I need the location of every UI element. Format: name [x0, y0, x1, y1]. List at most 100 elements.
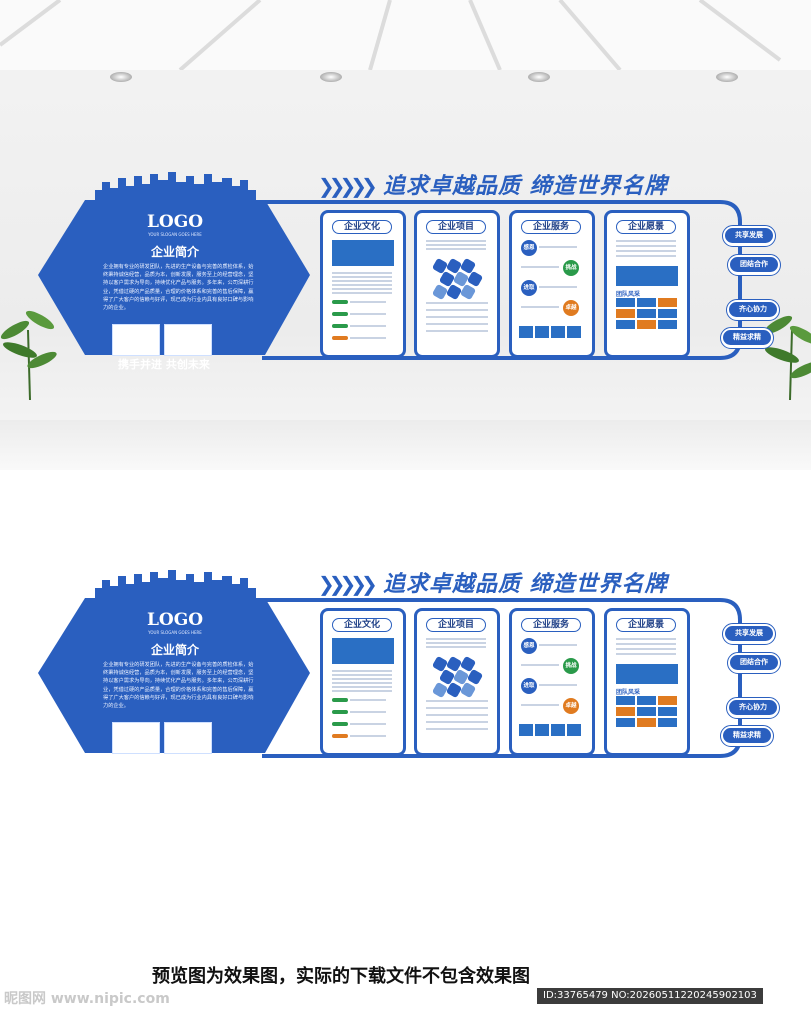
panel-title: 企业服务: [521, 618, 581, 632]
text-line: [426, 330, 488, 332]
text-line: [332, 678, 392, 680]
text-line: [616, 250, 676, 252]
watermark-id: ID:33765479 NO:20260511220245902103: [537, 988, 763, 1004]
panel-title: 企业服务: [521, 220, 581, 234]
text-line: [332, 674, 392, 676]
text-line: [332, 280, 392, 282]
floor: [0, 420, 811, 470]
logo-text: LOGO: [146, 212, 204, 232]
watermark-site: 昵图网 www.nipic.com: [4, 991, 170, 1007]
text-line: [426, 638, 486, 640]
tag-chip: [332, 734, 348, 738]
text-line: [332, 686, 392, 688]
photo-placeholder: [164, 324, 212, 356]
ceiling-light-icon: [528, 72, 550, 82]
text-line: [616, 255, 676, 257]
text-line: [426, 707, 488, 709]
text-line: [426, 240, 486, 242]
text-line: [332, 284, 392, 286]
text-line: [332, 682, 392, 684]
photo-placeholder: [112, 324, 160, 356]
wall-headline: 追求卓越品质 缔造世界名牌: [383, 174, 668, 199]
image-block: [519, 326, 533, 338]
text-line: [350, 313, 386, 315]
panel-title: 企业项目: [426, 618, 486, 632]
bottom-slogan: 携手并进 共创未来: [118, 756, 210, 769]
team-photo-block: [616, 718, 635, 727]
panel-title: 企业文化: [332, 618, 392, 632]
side-tag: 团结合作: [730, 655, 778, 670]
service-circle: 卓越: [563, 300, 579, 316]
wall-headline: 追求卓越品质 缔造世界名牌: [383, 572, 668, 597]
team-photo-block: [637, 298, 656, 307]
team-photo-block: [637, 707, 656, 716]
team-photo-block: [658, 718, 677, 727]
plant-left-icon: [0, 310, 57, 400]
text-line: [616, 648, 676, 650]
ceiling-lines-graphic: [0, 0, 782, 72]
text-line: [350, 325, 386, 327]
logo-slogan: YOUR SLOGAN GOES HERE: [148, 232, 202, 237]
photo-placeholder: [164, 722, 212, 754]
preview-caption: 预览图为效果图，实际的下载文件不包含效果图: [152, 966, 530, 987]
text-line: [521, 306, 559, 308]
text-line: [426, 302, 488, 304]
image-block: [519, 724, 533, 736]
ceiling-light-icon: [110, 72, 132, 82]
text-line: [616, 240, 676, 242]
team-photo-block: [637, 718, 656, 727]
text-line: [426, 316, 488, 318]
text-line: [616, 653, 676, 655]
text-line: [332, 276, 392, 278]
service-circle: 挑战: [563, 658, 579, 674]
team-photo-block: [658, 298, 677, 307]
panel-title: 企业愿景: [616, 618, 676, 632]
text-line: [426, 244, 486, 246]
ceiling: [0, 0, 811, 72]
text-line: [332, 292, 392, 294]
team-photo-block: [616, 707, 635, 716]
image-block: [616, 664, 678, 684]
text-line: [350, 723, 386, 725]
panel-title: 企业项目: [426, 220, 486, 234]
service-circle: 卓越: [563, 698, 579, 714]
text-line: [350, 337, 386, 339]
team-photo-block: [658, 707, 677, 716]
text-line: [426, 248, 486, 250]
team-photo-block: [637, 696, 656, 705]
image-block: [332, 638, 394, 664]
tag-chip: [332, 324, 348, 328]
text-line: [332, 690, 392, 692]
text-line: [426, 309, 488, 311]
image-block: [535, 724, 549, 736]
text-line: [539, 286, 577, 288]
text-line: [332, 272, 392, 274]
text-line: [539, 644, 577, 646]
wall-frame-graphic: [38, 570, 742, 758]
image-block: [567, 724, 581, 736]
tag-chip: [332, 698, 348, 702]
image-block: [551, 326, 565, 338]
text-line: [332, 288, 392, 290]
panel-title: 企业文化: [332, 220, 392, 234]
text-line: [350, 711, 386, 713]
text-line: [350, 735, 386, 737]
text-line: [332, 670, 392, 672]
team-photo-block: [616, 298, 635, 307]
text-line: [616, 643, 676, 645]
culture-wall-mockup: ❯❯❯❯❯ 追求卓越品质 缔造世界名牌 LOGO YOUR SLOGAN GOE…: [0, 160, 811, 420]
intro-title: 企业简介: [150, 245, 199, 259]
intro-body: 企业拥有专业的研发团队，先进的生产设备与完善的质检体系，始终秉持诚信经营，品质为…: [103, 662, 254, 710]
team-photo-block: [616, 696, 635, 705]
chevron-arrows-icon: ❯❯❯❯❯: [318, 174, 378, 198]
logo-slogan: YOUR SLOGAN GOES HERE: [148, 630, 202, 635]
service-circle: 感恩: [521, 240, 537, 256]
tag-chip: [332, 722, 348, 726]
text-line: [521, 664, 559, 666]
service-circle: 挑战: [563, 260, 579, 276]
image-block: [616, 266, 678, 286]
text-line: [426, 728, 488, 730]
team-photo-block: [658, 309, 677, 318]
side-tag: 齐心协力: [729, 700, 777, 715]
panel-title: 企业愿景: [616, 220, 676, 234]
